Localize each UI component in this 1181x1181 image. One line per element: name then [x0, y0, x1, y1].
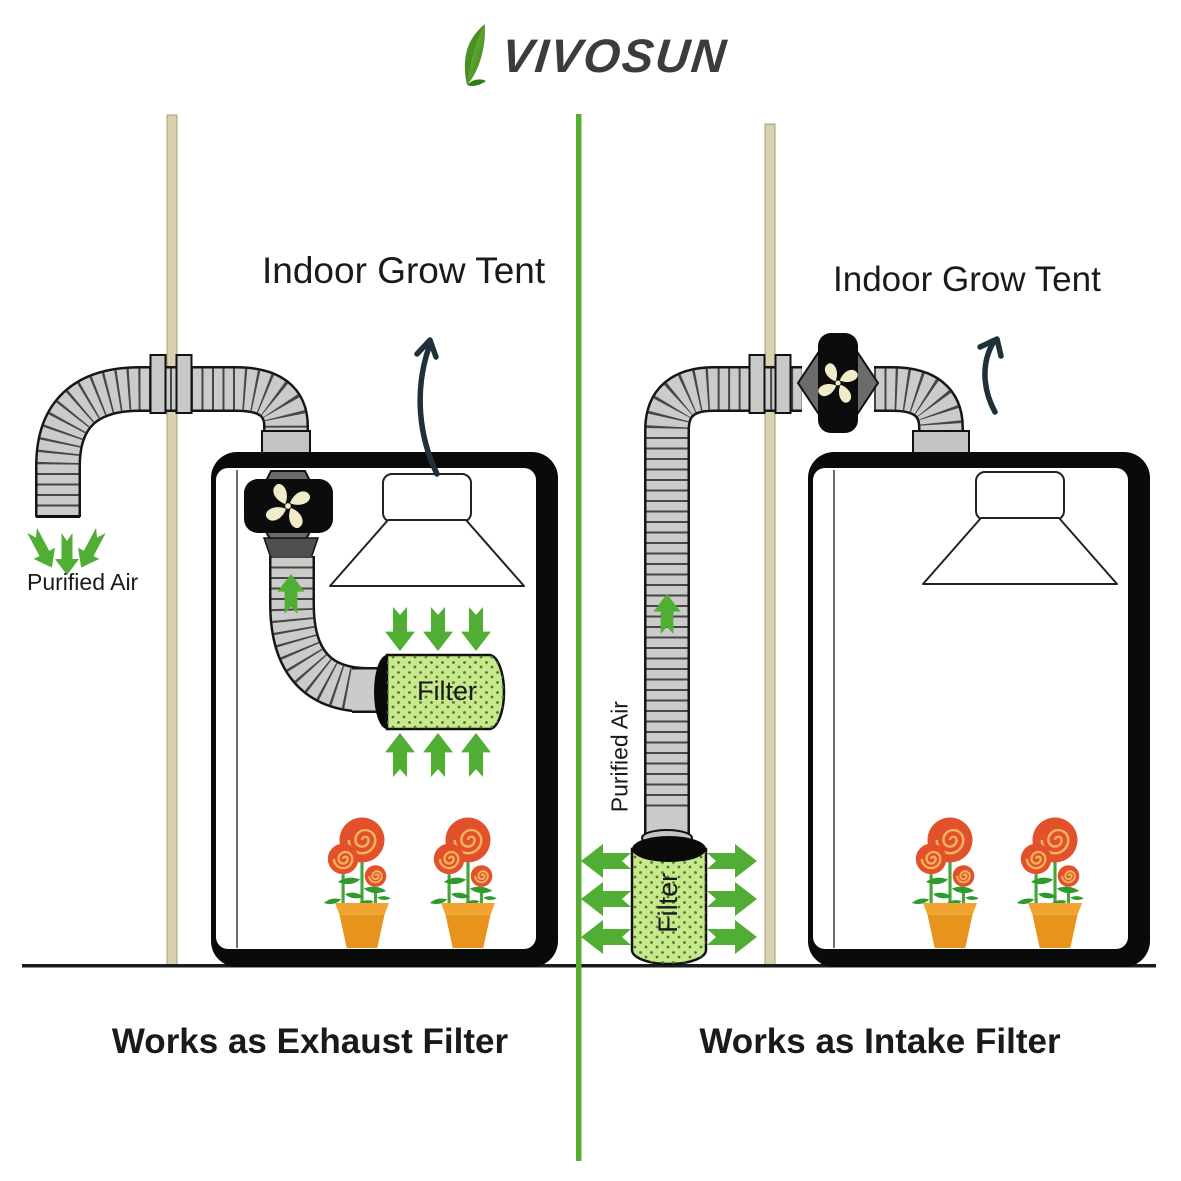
purified-air-arrows-left	[21, 524, 112, 575]
left-tent-duct-collar	[261, 430, 311, 454]
right-caption: Works as Intake Filter	[699, 1022, 1061, 1061]
left-tent-label: Indoor Grow Tent	[262, 250, 546, 291]
brand-name: VIVOSUN	[498, 29, 731, 82]
left-direction-arrow	[414, 337, 440, 477]
left-filter-label: Filter	[417, 676, 477, 706]
right-wall-flange	[748, 354, 766, 414]
left-support-pole	[166, 114, 178, 966]
right-direction-arrow	[977, 336, 1004, 415]
ground-line	[22, 964, 1156, 968]
left-wall-flange	[175, 354, 193, 414]
right-purified-air-label: Purified Air	[606, 701, 633, 813]
right-wall-flange	[774, 354, 792, 414]
center-divider-line	[576, 114, 582, 1161]
right-filter-label: Filter	[653, 872, 684, 933]
right-carbon-filter	[630, 836, 708, 966]
leaf-icon	[464, 24, 486, 86]
left-exterior-duct	[35, 354, 309, 518]
right-exterior-duct	[641, 354, 964, 847]
left-caption: Works as Exhaust Filter	[111, 1022, 509, 1061]
right-inline-fan	[796, 333, 880, 433]
left-wall-flange	[149, 354, 167, 414]
right-support-pole	[764, 123, 776, 966]
right-tent-label: Indoor Grow Tent	[833, 260, 1101, 299]
left-carbon-filter	[374, 653, 506, 731]
left-purified-air-label: Purified Air	[27, 569, 139, 595]
right-tent-duct-collar	[912, 430, 970, 454]
vivosun-logo: VIVOSUN	[0, 22, 1181, 88]
